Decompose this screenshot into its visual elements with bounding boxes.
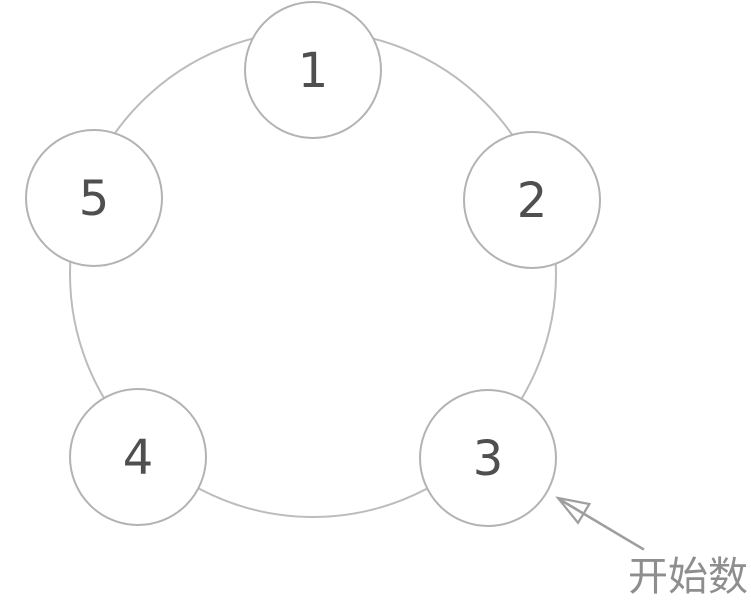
node-3: 3 — [419, 389, 557, 527]
node-1: 1 — [244, 1, 382, 139]
node-2-circle — [463, 131, 601, 269]
node-3-label: 3 — [473, 431, 504, 487]
arrow-shaft — [557, 497, 645, 551]
node-3-circle — [419, 389, 557, 527]
node-5: 5 — [25, 129, 163, 267]
node-2: 2 — [463, 131, 601, 269]
annotation-label: 开始数 — [628, 554, 748, 600]
node-4-label: 4 — [123, 430, 154, 486]
node-2-label: 2 — [517, 173, 548, 229]
node-1-circle — [244, 1, 382, 139]
node-4-circle — [69, 388, 207, 526]
node-4: 4 — [69, 388, 207, 526]
node-5-circle — [25, 129, 163, 267]
node-5-label: 5 — [79, 171, 110, 227]
node-1-label: 1 — [298, 43, 329, 99]
start-arrow — [555, 496, 645, 551]
